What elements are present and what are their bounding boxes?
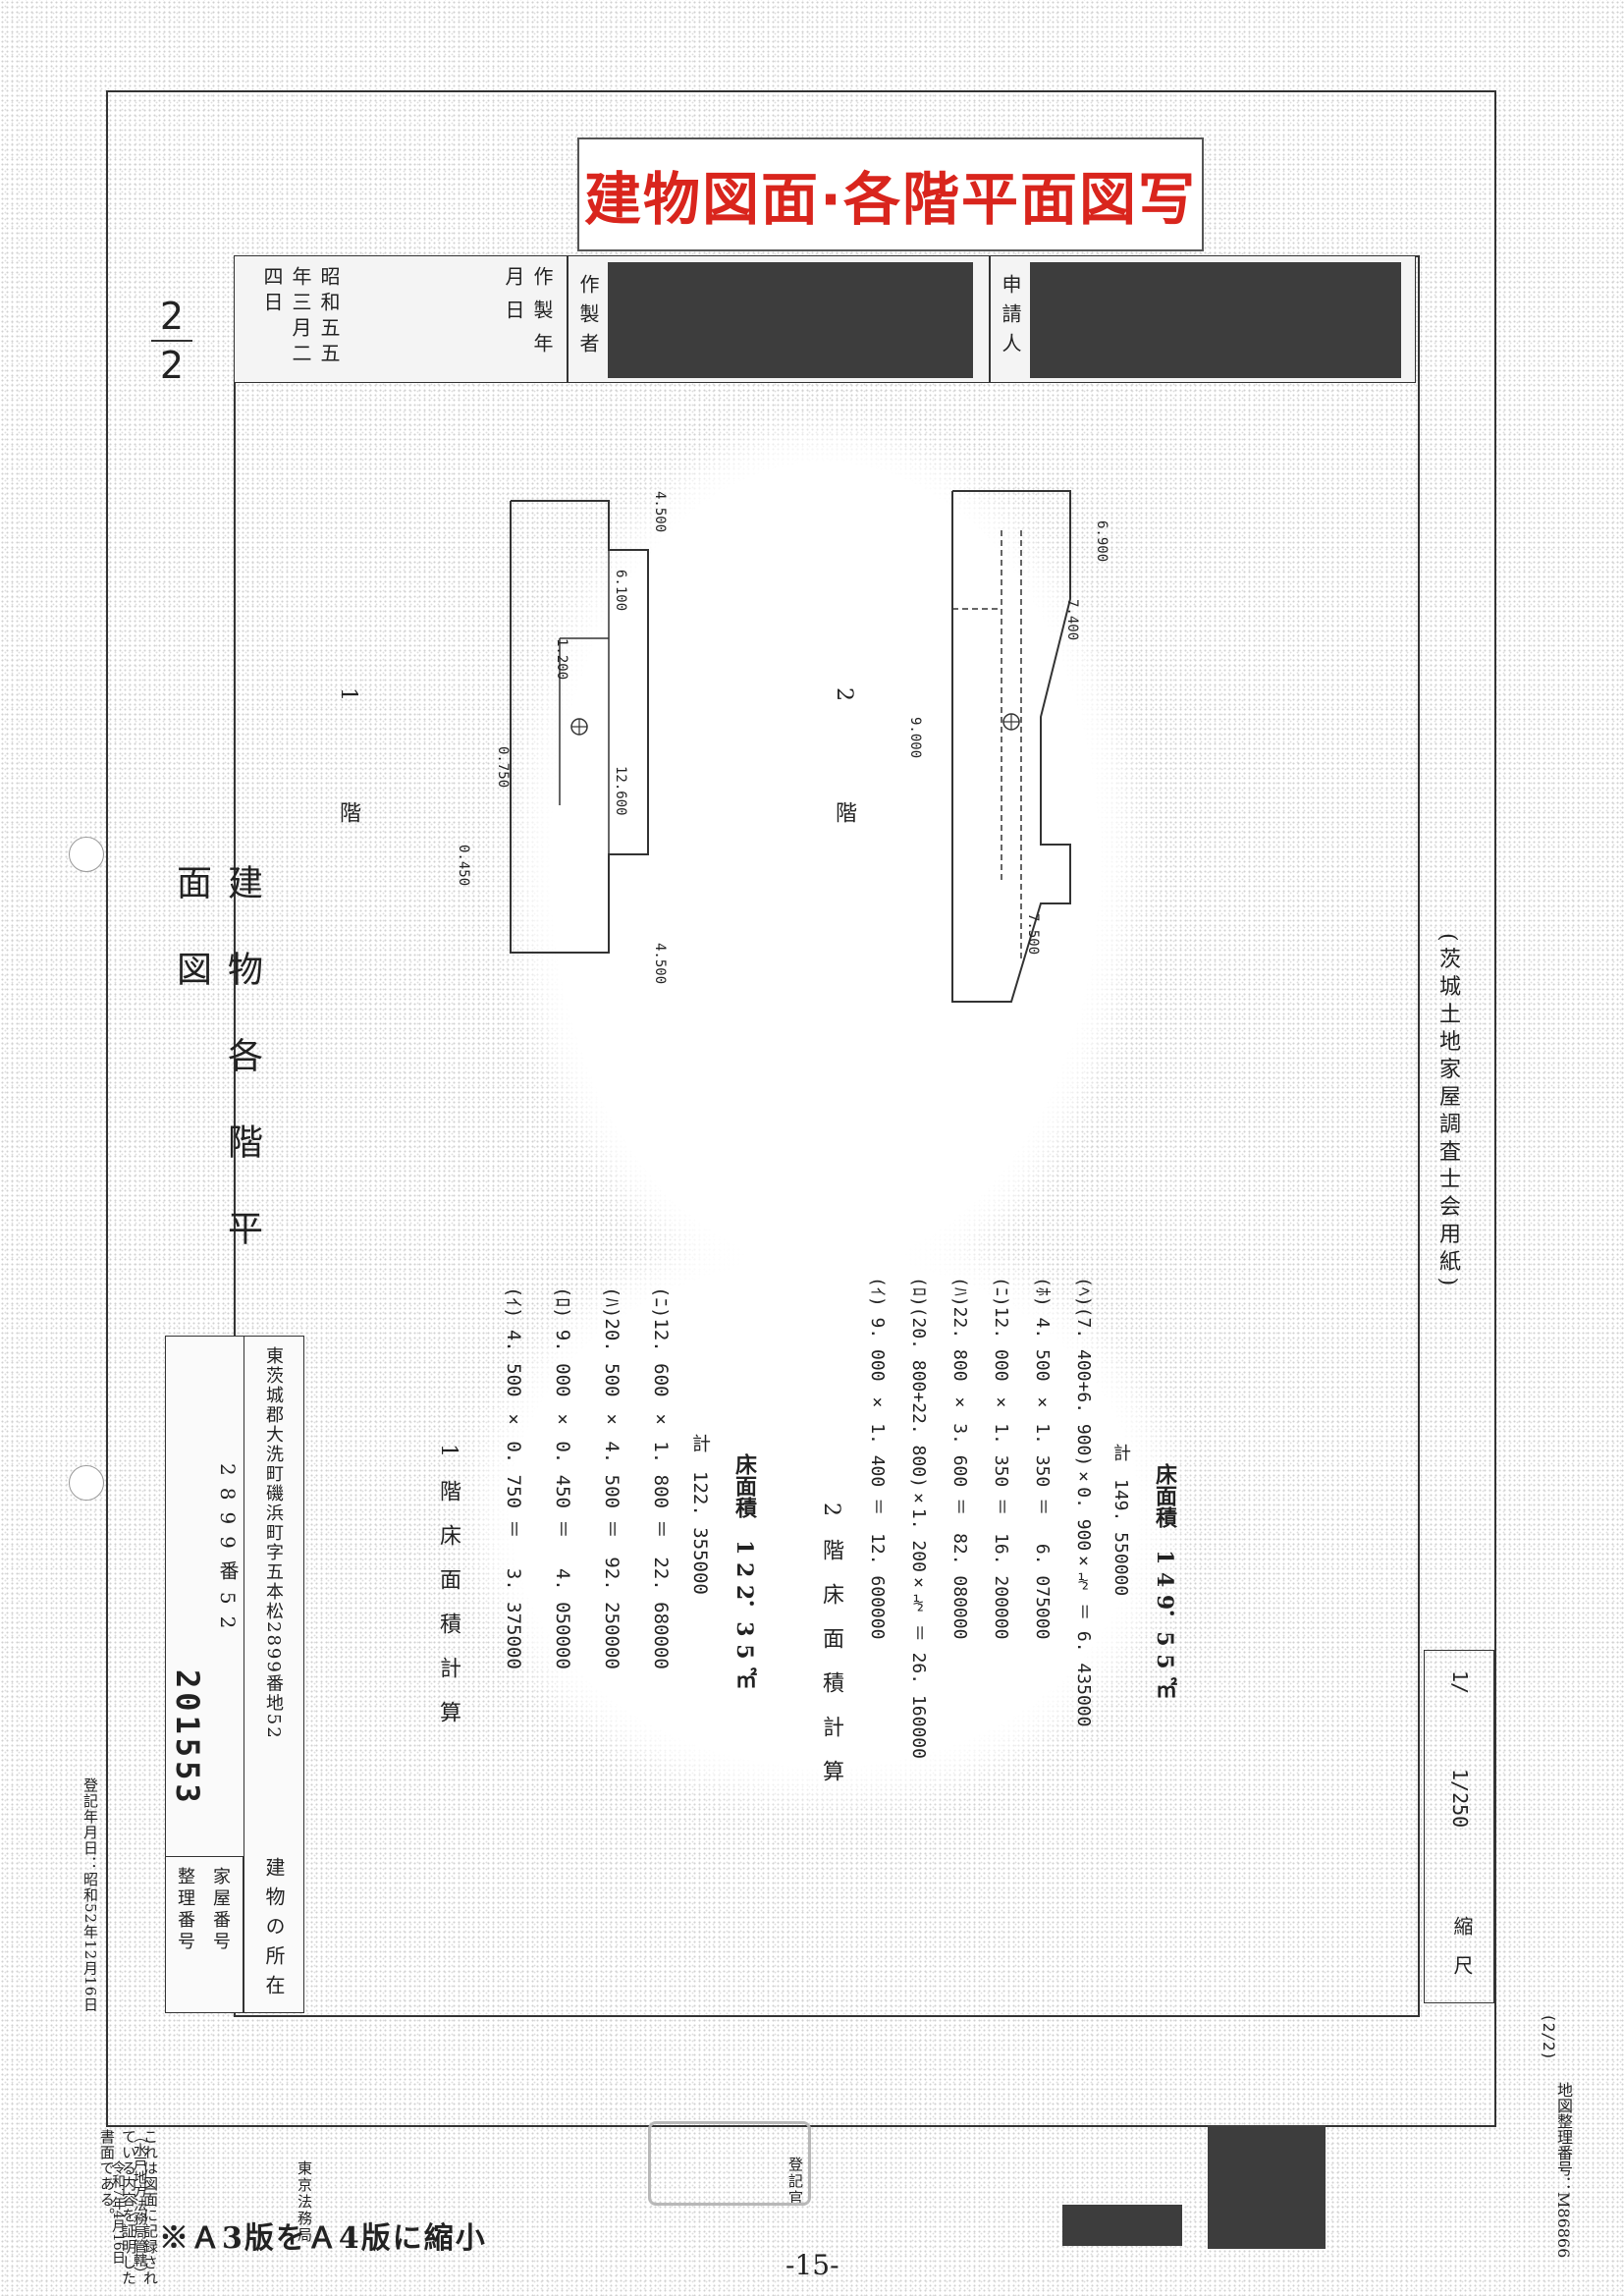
cert-officer: 登記官 xyxy=(786,2157,804,2207)
kaoku-value: 2899番52 xyxy=(216,1463,240,1641)
calc2-row: (ﾆ)12. 000 × 1. 350 ＝ 16. 200000 xyxy=(991,1277,1011,1640)
calc1-row: (ｲ) 4. 500 × 0. 750 ＝ 3. 375000 xyxy=(503,1286,524,1669)
location-label: 建物の所在 xyxy=(262,1857,286,2004)
calc2-total: 床面積 1 4 9．5 5 ㎡ xyxy=(1152,1463,1177,1699)
location-value: 東茨城郡大洗町磯浜町字五本松2899番地52 xyxy=(263,1346,284,1740)
official-seal xyxy=(648,2121,811,2206)
location-cell: 建物の所在 東茨城郡大洗町磯浜町字五本松2899番地52 xyxy=(244,1336,304,2013)
calc1-rows: (ｲ) 4. 500 × 0. 750 ＝ 3. 375000 (ﾛ) 9. 0… xyxy=(471,1286,766,1974)
seiri-cell: 整理番号 家屋番号 xyxy=(165,1856,244,2013)
floor2-label: 2 階 xyxy=(832,687,856,862)
floor1-label: 1 階 xyxy=(336,687,360,862)
applicant-cell: 申請人 xyxy=(990,255,1416,383)
dim-label: 7.400 xyxy=(1064,599,1080,641)
scale-block: 縮尺 1/250 1/ xyxy=(1424,1650,1494,2003)
banner-title: 建物図面·各階平面図写 xyxy=(577,137,1204,251)
seal-redaction-2 xyxy=(1208,2125,1326,2249)
calc1-row: (ﾆ)12. 600 × 1. 800 ＝ 22. 680000 xyxy=(650,1286,672,1669)
calc2-sum: 計 149. 550000 xyxy=(1110,1444,1131,1597)
calc2-rows: (ｲ) 9. 000 × 1. 400 ＝ 12. 600000 (ﾛ)(20.… xyxy=(854,1257,1188,2023)
kaoku-label: 家屋番号 xyxy=(210,1867,231,1953)
calc2-row: (ﾍ)(7. 400+6. 900)×0. 900×½ ＝ 6. 435000 xyxy=(1073,1277,1094,1727)
dim-label: 0.750 xyxy=(495,746,511,789)
calc2-title: 2 階 床 面 積 計 算 xyxy=(819,1503,843,1789)
dim-label: 9.000 xyxy=(907,717,923,759)
calc2-row: (ﾎ) 4. 500 × 1. 350 ＝ 6. 075000 xyxy=(1032,1277,1053,1640)
clear-area-bottom xyxy=(511,1257,1139,1768)
dim-label: 12.600 xyxy=(613,766,628,816)
sheet-no: (2/2) xyxy=(1540,2013,1558,2061)
scale-label: 縮尺 xyxy=(1450,1916,1474,1995)
page-fraction-denominator: 2 xyxy=(159,344,185,387)
applicant-label: 申請人 xyxy=(999,274,1022,362)
reduction-note: ※Ａ3版をＡ4版に縮小 xyxy=(159,2221,487,2256)
calc1-row: (ﾛ) 9. 000 × 0. 450 ＝ 4. 050000 xyxy=(552,1286,573,1669)
applicant-redaction xyxy=(1030,262,1401,378)
calc2-row: (ｲ) 9. 000 × 1. 400 ＝ 12. 600000 xyxy=(867,1277,888,1640)
banner-title-text: 建物図面·各階平面図写 xyxy=(583,166,1198,233)
dim-label: 7.500 xyxy=(1025,913,1041,956)
punch-hole-bottom xyxy=(69,1465,104,1501)
registration-date: 登記年月日：昭和52年12月16日 xyxy=(81,1777,99,2013)
main-title: 建物各階平面図 xyxy=(171,864,262,1296)
scale-value-2: 1/ xyxy=(1448,1670,1472,1695)
floor1-outline xyxy=(510,500,649,954)
outer-frame xyxy=(106,90,1496,2127)
calc1-sum: 計 122. 355000 xyxy=(689,1434,711,1595)
date-label-2: 作製年月日 xyxy=(502,266,554,366)
page-fraction-bar xyxy=(151,340,192,342)
page-fraction: 2 2 xyxy=(147,295,196,387)
cert-date: 令和7年4月16日 xyxy=(110,2160,126,2265)
map-no: 地図整理番号：M86866 xyxy=(1554,2082,1573,2259)
calc1-row: (ﾊ)20. 500 × 4. 500 ＝ 92. 250000 xyxy=(601,1286,623,1669)
dim-label: 1.200 xyxy=(554,638,569,681)
date-cell: 昭和五五年三月二四日 作製年月日 xyxy=(234,255,568,383)
seal-redaction-1 xyxy=(1062,2205,1182,2246)
floor1-plan xyxy=(510,500,649,954)
date-label: 昭和五五年三月二四日 xyxy=(260,266,341,368)
paper-note: (茨城土地家屋調査士会用紙) xyxy=(1435,933,1460,1292)
author-redaction xyxy=(608,262,973,378)
scale-value: 1/250 xyxy=(1448,1769,1472,1829)
punch-hole-top xyxy=(69,837,104,872)
seiri-label: 整理番号 xyxy=(175,1867,195,1953)
page-number: -15- xyxy=(785,2249,839,2281)
cert-office: 東京法務局 xyxy=(296,2160,313,2244)
calc2-row: (ﾛ)(20. 800+22. 800)×1. 200×½ ＝ 26. 1600… xyxy=(908,1277,929,1759)
author-label: 作製者 xyxy=(576,274,600,362)
floor2-dims: 6.900 9.000 7.400 7.500 xyxy=(884,481,1139,1011)
certification: これは図面に記録されている内容を証明した書面である。 xyxy=(98,2129,159,2286)
calc1-title: 1 階 床 面 積 計 算 xyxy=(436,1444,460,1730)
floor2-outline xyxy=(951,490,1071,1003)
page-fraction-numerator: 2 xyxy=(159,295,185,338)
dim-label: 0.450 xyxy=(456,845,471,887)
floor2-plan xyxy=(951,490,1071,1003)
calc2-row: (ﾊ)22. 800 × 3. 600 ＝ 82. 080000 xyxy=(949,1277,970,1640)
seiri-value: 201553 xyxy=(169,1669,206,1807)
dim-label: 6.900 xyxy=(1094,520,1110,563)
floor1-dims: 4.500 4.500 1.200 0.750 0.450 6.100 12.6… xyxy=(432,491,687,985)
clear-area-top xyxy=(550,462,1100,1267)
author-cell: 作製者 xyxy=(568,255,990,383)
dim-label: 6.100 xyxy=(613,570,628,612)
certification-2: （水戸地方法務局管轄） xyxy=(132,2129,147,2280)
calc1-total: 床面積 1 2 2．3 5 ㎡ xyxy=(731,1453,757,1689)
dim-label: 4.500 xyxy=(652,491,668,533)
dim-label: 4.500 xyxy=(652,943,668,985)
